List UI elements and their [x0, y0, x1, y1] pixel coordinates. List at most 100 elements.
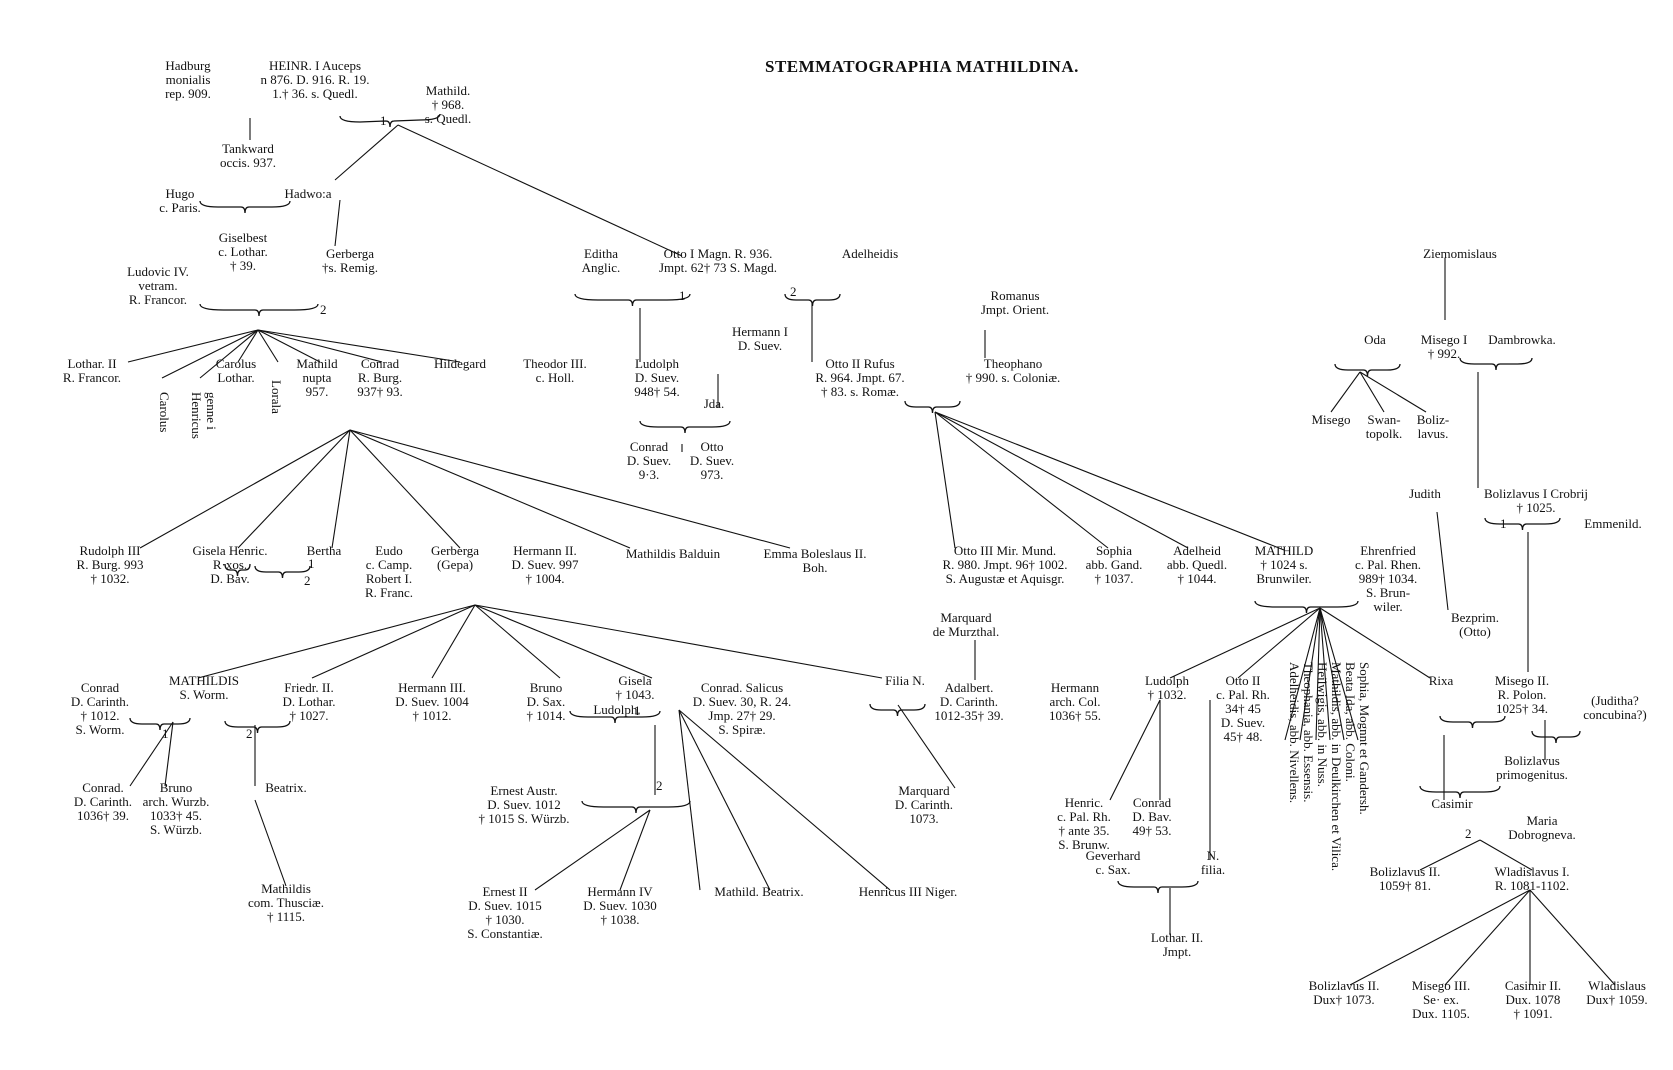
connector-line [1359, 371, 1427, 413]
person-oda: Oda [1364, 332, 1386, 347]
connector-line [139, 429, 351, 549]
person-mathbeat: Mathild. Beatrix. [714, 884, 803, 899]
person-gisela1: Gisela Henric.R·xos.D. Bav. [192, 543, 267, 586]
connector-line [1349, 889, 1531, 986]
connector-line [1315, 607, 1321, 741]
connector-line [197, 604, 476, 679]
person-gerberga2: Gerberga(Gepa) [431, 543, 479, 572]
person-daughter: Sophia, Mognnt et Gandersh. [1357, 662, 1372, 815]
connector-line [1319, 607, 1345, 741]
person-dambrowka: Dambrowka. [1488, 332, 1556, 347]
connector-line [349, 429, 461, 549]
marriage-brace [1531, 730, 1581, 744]
connector-line [934, 411, 1285, 551]
marriage-brace [199, 200, 291, 214]
connector-line [1319, 607, 1431, 679]
marriage-number: 1 [679, 288, 686, 303]
marriage-brace [1484, 517, 1561, 531]
connector-line [474, 604, 883, 679]
marriage-number: 2 [656, 778, 663, 793]
connector-line [397, 124, 683, 257]
connector-line [237, 429, 351, 549]
person-mathildis1: Mathildis Balduin [626, 546, 721, 561]
connector-line [257, 329, 383, 363]
connector-line [934, 411, 1109, 549]
person-boliz4: Bolizlavus II.Dux† 1073. [1309, 978, 1380, 1007]
person-friedr: Friedr. II.D. Lothar.† 1027. [282, 680, 335, 723]
marriage-brace [784, 293, 841, 307]
marriage-number: 2 [1465, 826, 1472, 841]
connector-line [1359, 371, 1385, 413]
marriage-brace [129, 717, 191, 731]
marriage-number: 2 [304, 573, 311, 588]
person-misego2b: Misego II.R. Polon.1025† 34. [1495, 673, 1549, 716]
connector-line [127, 329, 259, 363]
person-juditha: (Juditha?concubina?) [1583, 693, 1647, 722]
connector-line [474, 604, 653, 679]
connector-line [199, 329, 259, 379]
connector-line [1436, 511, 1449, 611]
connector-line [1109, 699, 1161, 801]
connector-line [257, 329, 461, 363]
connector-line [474, 604, 561, 679]
person-boliz2: Bolizlavus I Crobrij† 1025. [1484, 486, 1588, 515]
connector-line [678, 709, 701, 891]
person-ludolph3: Ludolph† 1032. [1145, 673, 1190, 702]
person-theodor: Theodor III.c. Holl. [523, 356, 587, 385]
connector-line [934, 411, 1189, 549]
marriage-brace [1459, 357, 1533, 371]
daughters-list: Adelheidis, abb. Nivellens.Theophania, a… [1287, 662, 1372, 871]
connector-line [1529, 889, 1616, 986]
marriage-brace [904, 400, 961, 414]
person-otto1: Otto I Magn. R. 936.Jmpt. 62† 73 S. Magd… [659, 246, 777, 275]
person-boliz1: Boliz-lavus. [1417, 412, 1450, 441]
connector-line [934, 411, 956, 549]
person-beatrix1: Beatrix. [265, 780, 307, 795]
marriage-brace [1117, 880, 1199, 894]
person-carolus1: Carolus [157, 392, 172, 432]
connector-line [678, 709, 771, 891]
connector-line [129, 721, 174, 787]
person-emmenild: Emmenild. [1584, 516, 1641, 531]
person-hermann3: Hermann III.D. Suev. 1004† 1012. [395, 680, 469, 723]
page-title: STEMMATOGRAPHIA MATHILDINA. [765, 57, 1079, 76]
marriage-number: 2 [790, 284, 797, 299]
person-hildegard: Hildegard [434, 356, 486, 371]
person-misego2: Misego [1312, 412, 1351, 427]
person-henricus3: Henricus III Niger. [859, 884, 958, 899]
connector-line [534, 809, 651, 891]
person-hermann2: Hermann II.D. Suev. 997† 1004. [511, 543, 579, 586]
person-daughter: Adelheidis, abb. Nivellens. [1287, 662, 1302, 803]
person-otto3: Otto III Mir. Mund.R. 980. Jmpt. 96† 100… [943, 543, 1068, 586]
connector-line [311, 604, 476, 679]
person-ziemo: Ziemomislaus [1423, 246, 1497, 261]
person-gerberga: Gerberga†s. Remig. [322, 246, 378, 275]
marriage-brace [224, 720, 291, 734]
marriage-number: 2 [246, 726, 253, 741]
connector-line [431, 604, 476, 679]
person-conrad5: Conrad.D. Carinth.1036† 39. [74, 780, 132, 823]
marriage-number: 1 [162, 726, 169, 741]
person-daughter: Heilwigis, abb. in Nuss. [1315, 662, 1330, 787]
connector-line [334, 199, 341, 247]
connector-line [349, 429, 791, 549]
marriage-brace [869, 703, 926, 717]
